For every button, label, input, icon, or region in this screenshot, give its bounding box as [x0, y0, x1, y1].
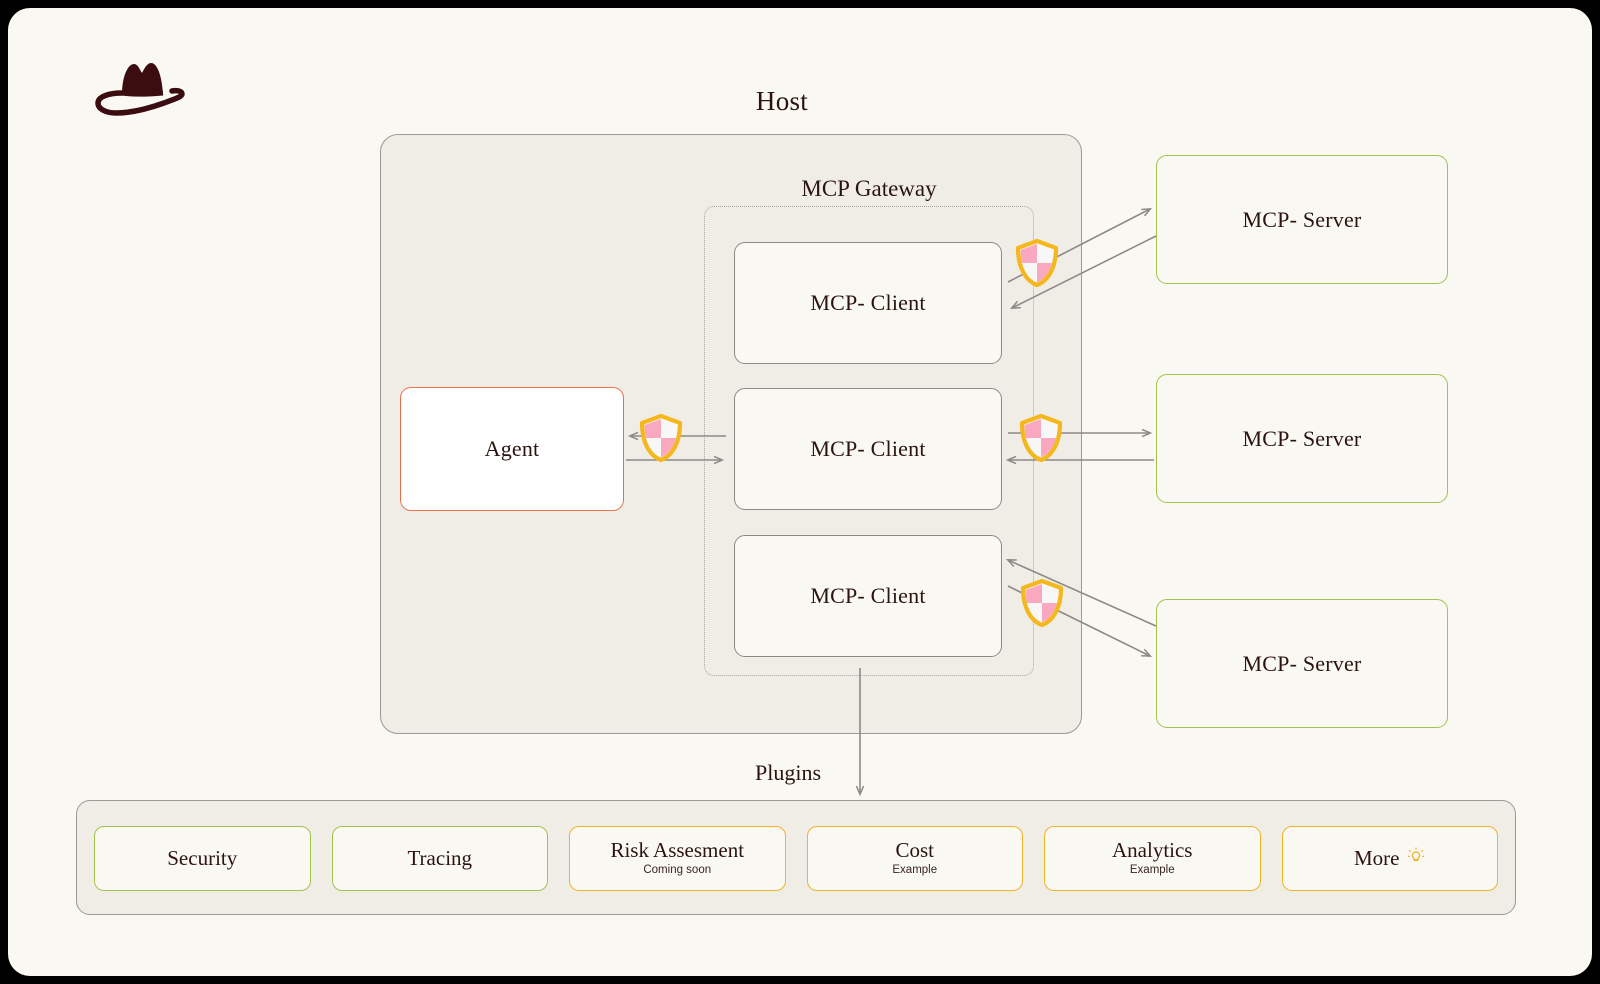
plugin-card-security[interactable]: Security — [94, 826, 311, 891]
plugin-card-risk-assesment[interactable]: Risk Assesment Coming soon — [569, 826, 786, 891]
plugin-sublabel: Example — [1129, 863, 1175, 876]
shield-icon — [1014, 238, 1060, 288]
mcp-server-label: MCP- Server — [1242, 425, 1362, 451]
plugin-card-analytics[interactable]: Analytics Example — [1044, 826, 1261, 891]
mcp-client-node-1[interactable]: MCP- Client — [734, 242, 1002, 364]
plugin-label: More — [1354, 846, 1400, 871]
mcp-client-label: MCP- Client — [810, 290, 926, 315]
plugin-label: Cost — [895, 837, 934, 862]
lightbulb-icon — [1406, 846, 1426, 870]
mcp-server-node-2[interactable]: MCP- Server — [1156, 374, 1448, 503]
plugin-card-cost[interactable]: Cost Example — [806, 826, 1023, 891]
plugin-label: Risk Assesment — [610, 837, 745, 862]
plugins-list: Security Tracing Risk Assesment Coming s… — [94, 826, 1498, 891]
agent-label: Agent — [484, 436, 540, 461]
plugins-container — [76, 800, 1516, 915]
shield-icon — [1019, 578, 1065, 628]
mcp-client-label: MCP- Client — [810, 583, 926, 608]
mcp-client-node-3[interactable]: MCP- Client — [734, 535, 1002, 657]
mcp-server-node-1[interactable]: MCP- Server — [1156, 155, 1448, 284]
plugin-sublabel: Coming soon — [643, 863, 712, 876]
mcp-server-label: MCP- Server — [1242, 650, 1362, 676]
mcp-gateway-title: MCP Gateway — [801, 176, 937, 201]
plugin-card-tracing[interactable]: Tracing — [331, 826, 548, 891]
cowboy-hat-icon — [92, 56, 188, 116]
mcp-client-label: MCP- Client — [810, 436, 926, 461]
mcp-server-label: MCP- Server — [1242, 206, 1362, 232]
plugin-card-more[interactable]: More — [1281, 826, 1498, 891]
shield-icon — [638, 413, 684, 463]
plugin-sublabel: Example — [892, 863, 938, 876]
plugin-label: Tracing — [407, 846, 473, 871]
plugins-title: Plugins — [754, 760, 822, 785]
agent-node[interactable]: Agent — [400, 387, 624, 511]
mcp-client-node-2[interactable]: MCP- Client — [734, 388, 1002, 510]
plugin-label: Analytics — [1112, 837, 1193, 862]
host-title: Host — [755, 86, 809, 116]
diagram-card: Host MCP Gateway — [8, 8, 1592, 976]
plugin-label: Security — [167, 846, 238, 871]
mcp-server-node-3[interactable]: MCP- Server — [1156, 599, 1448, 728]
shield-icon — [1018, 413, 1064, 463]
